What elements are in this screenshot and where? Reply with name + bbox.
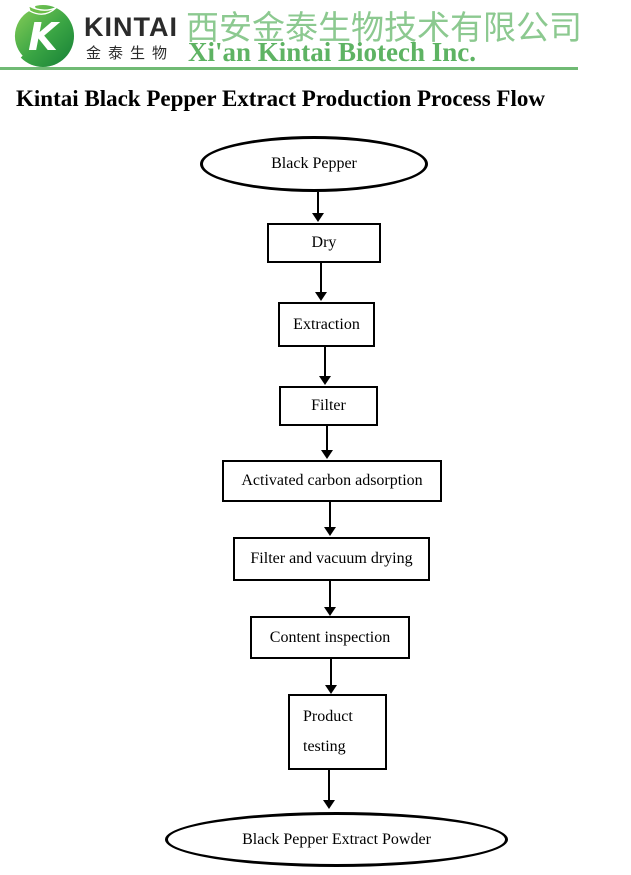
flow-node-filter: Filter xyxy=(279,386,378,426)
flow-node-dry: Dry xyxy=(267,223,381,263)
flow-node-filter-and-vacuum-drying: Filter and vacuum drying xyxy=(233,537,430,581)
flow-node-black-pepper-extract-powder: Black Pepper Extract Powder xyxy=(165,812,508,867)
page-title: Kintai Black Pepper Extract Production P… xyxy=(16,86,545,111)
flow-node-extraction: Extraction xyxy=(278,302,375,347)
brand-wordmark: KINTAI xyxy=(84,12,178,42)
brand-chinese-subtext: 金泰生物 xyxy=(86,46,175,62)
flow-node-product-testing: Product testing xyxy=(288,694,387,770)
flow-arrow-2 xyxy=(315,263,327,301)
flow-node-label: Black Pepper xyxy=(271,155,357,172)
kintai-logo-icon: K xyxy=(10,4,75,68)
flow-arrow-6 xyxy=(324,581,336,616)
flow-node-label: Extraction xyxy=(293,315,360,333)
flow-node-content-inspection: Content inspection xyxy=(250,616,410,659)
flow-arrow-4 xyxy=(321,426,333,459)
svg-text:K: K xyxy=(28,15,61,60)
flow-node-label: Dry xyxy=(311,234,337,251)
header: K KINTAI 金泰生物 西安金泰生物技术有限公司 Xi'an Kintai … xyxy=(0,0,631,72)
flow-arrow-1 xyxy=(312,192,324,222)
flow-node-activated-carbon-adsorption: Activated carbon adsorption xyxy=(222,460,442,502)
flow-arrow-3 xyxy=(319,347,331,385)
company-name-english: Xi'an Kintai Biotech Inc. xyxy=(188,37,477,67)
flow-arrow-8 xyxy=(323,770,335,809)
flow-arrow-7 xyxy=(325,659,337,694)
flow-arrow-5 xyxy=(324,502,336,536)
flow-node-label: Black Pepper Extract Powder xyxy=(242,830,431,848)
flow-node-black-pepper: Black Pepper xyxy=(200,136,428,192)
header-divider xyxy=(0,67,578,70)
company-name-chinese: 西安金泰生物技术有限公司 xyxy=(186,11,582,47)
flow-node-label: Filter and vacuum drying xyxy=(250,550,413,567)
flow-node-label: Content inspection xyxy=(269,628,391,646)
flow-node-label-line1: Product xyxy=(303,708,353,725)
flow-node-label-line2: testing xyxy=(303,738,346,755)
flow-node-label: Activated carbon adsorption xyxy=(241,472,423,489)
flow-node-label: Filter xyxy=(311,397,346,414)
